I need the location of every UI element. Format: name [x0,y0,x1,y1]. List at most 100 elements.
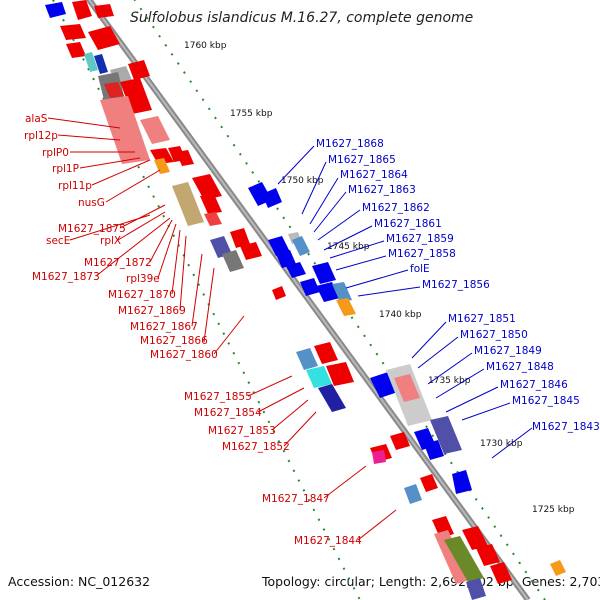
gene-label: M1627_1856 [422,279,490,291]
gene-label: secE [46,235,70,247]
gene-block [444,536,484,582]
leader-line [317,209,361,241]
gene-block [172,182,204,226]
gene-label: nusG [78,197,105,209]
gene-block [300,278,320,296]
gene-block [452,470,472,494]
gene-label: M1627_1867 [130,321,198,333]
gene-block [430,416,462,454]
gene-label: M1627_1849 [474,345,542,357]
gene-block [262,188,282,208]
gene-label: M1627_1852 [222,441,290,453]
gene-label: rplP0 [42,147,69,159]
gene-block [84,52,98,72]
gene-block [336,298,356,316]
gene-block [128,60,150,80]
leader-line [117,211,166,241]
gene-label: M1627_1859 [386,233,454,245]
leader-line [203,267,215,343]
gene-label: M1627_1873 [32,271,100,283]
scale-marks: 1760 kbp 1755 kbp 1750 kbp 1745 kbp 1740… [184,41,575,515]
gene-block [66,42,86,58]
gene-label: M1627_1861 [374,218,442,230]
leader-line [309,177,339,225]
leader-line [277,145,315,185]
leader-line [57,134,121,141]
leader-line [191,253,203,327]
leader-line [323,465,367,499]
leader-line [445,386,499,413]
leader-line [435,368,485,399]
gene-label: rpl1P [52,163,79,175]
leader-line [95,217,171,277]
gene-block [420,474,438,492]
gene-label: rpl12p [24,130,58,142]
map-title: Sulfolobus islandicus M.16.27, complete … [130,10,473,26]
gene-label: M1627_1866 [140,335,208,347]
gene-label: M1627_1846 [500,379,568,391]
gene-label: rplX [100,235,121,247]
gene-label: M1627_1844 [294,535,362,547]
leader-line [105,169,161,203]
gene-block [404,484,422,504]
gene-block [120,78,152,114]
gene-block [104,82,124,98]
gene-label: M1627_1863 [348,184,416,196]
leader-line [271,399,309,431]
scale-label-1740: 1740 kbp [379,310,422,320]
leader-line [91,159,151,186]
leader-line [357,286,421,297]
leader-line [79,157,141,169]
scale-label-1750: 1750 kbp [281,176,324,186]
gene-label: alaS [25,113,48,125]
gene-block [490,562,512,584]
leader-line [157,223,177,279]
inner-dotted-line [51,0,361,600]
scale-label-1725: 1725 kbp [532,505,575,515]
leader-line [179,235,187,311]
scale-guides [51,0,546,600]
gene-block [100,96,150,164]
scale-label-1730: 1730 kbp [480,439,523,449]
gene-label: rpl39e [126,273,160,285]
gene-label: M1627_1860 [150,349,218,361]
gene-block [332,282,352,302]
gene-label: M1627_1851 [448,313,516,325]
gene-block [292,236,310,256]
gene-label: M1627_1847 [262,493,330,505]
accession-text: Accession: NC_012632 [8,574,150,589]
leader-line [323,225,373,251]
gene-block [94,54,108,74]
gene-block [314,342,338,364]
gene-block [94,4,114,18]
gene-label: rpl11p [58,180,92,192]
gene-block [434,530,470,584]
gene-label: M1627_1855 [184,391,252,403]
gene-label: M1627_1870 [108,289,176,301]
gene-label: M1627_1843 [532,421,600,433]
gene-block [424,440,444,460]
leader-line [461,402,511,421]
scale-label-1760: 1760 kbp [184,41,227,51]
gene-label: M1627_1875 [58,223,126,235]
gene-label: M1627_1858 [388,248,456,260]
gene-block [88,26,120,50]
gene-block [192,174,222,200]
gene-block [550,560,566,576]
gene-block [272,286,286,300]
leader-line [149,219,173,263]
gene-block [200,194,222,214]
gene-label: M1627_1848 [486,361,554,373]
gene-block [372,450,386,464]
gene-block [390,432,410,450]
gene-block [60,24,86,40]
gene-label: M1627_1869 [118,305,186,317]
gene-label: M1627_1862 [362,202,430,214]
gene-block [286,262,306,278]
gene-block [222,250,244,272]
gene-label: folE [410,263,430,275]
gene-label: M1627_1850 [460,329,528,341]
leader-line [411,321,447,359]
gene-label: M1627_1865 [328,154,396,166]
